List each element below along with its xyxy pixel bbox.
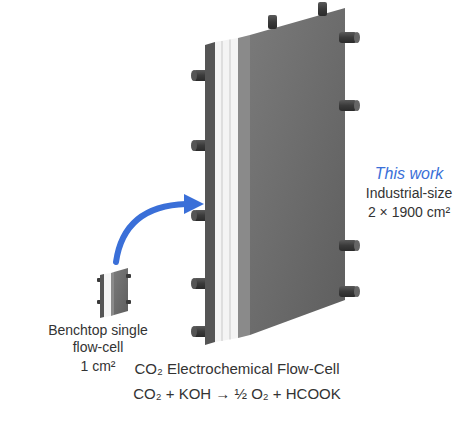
area-label: 2 × 1900 cm²	[350, 204, 468, 221]
reaction-equation: CO₂ + KOH → ½ O₂ + HCOOK	[0, 385, 474, 403]
cell-label: Industrial-size	[350, 185, 468, 202]
small-flow-cell	[97, 268, 131, 318]
area-label: 1 cm²	[38, 358, 158, 375]
scale-up-arrow	[116, 194, 204, 262]
cell-label: Benchtop single flow-cell	[38, 322, 158, 356]
figure-caption: CO₂ Electrochemical Flow-Cell	[0, 360, 474, 378]
highlight-label: This work	[350, 164, 468, 183]
big-flow-cell	[205, 2, 360, 345]
